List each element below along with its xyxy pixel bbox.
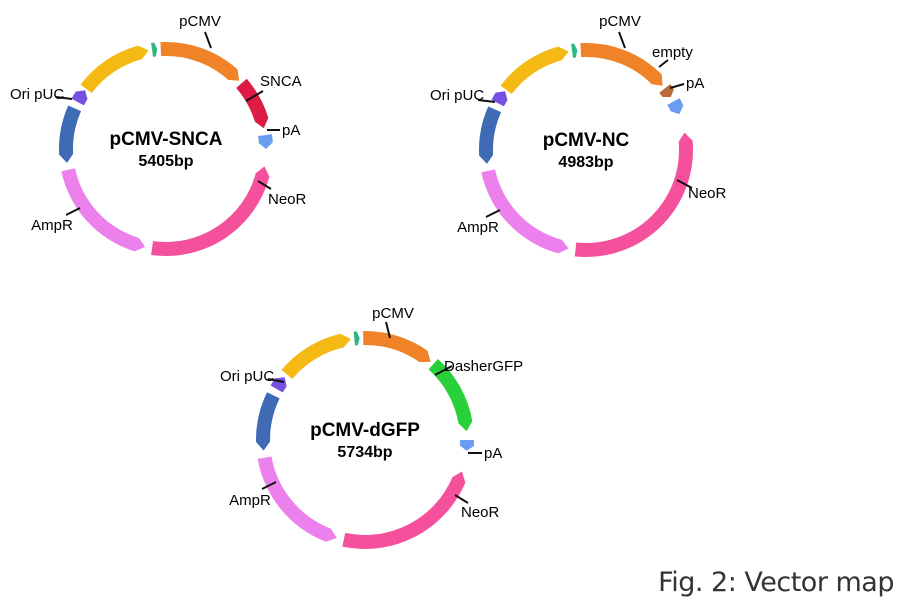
ori-leader xyxy=(477,99,496,103)
pa-signal-segment xyxy=(459,440,474,451)
dashergfp-leader xyxy=(434,365,453,376)
pa-signal-segment xyxy=(258,134,273,149)
plasmid-map-snca: pCMV-SNCA 5405bp pCMV SNCA pA NeoR AmpR Ori pUC xyxy=(10,13,307,256)
pcmv-leader xyxy=(204,31,212,49)
ori-puc-segment xyxy=(479,106,502,164)
neor-segment xyxy=(574,132,693,257)
ori-label: Ori pUC xyxy=(430,87,484,104)
pcmv-promoter-segment xyxy=(363,331,431,363)
pa-label: pA xyxy=(484,445,502,462)
plasmid-size: 4983bp xyxy=(558,154,613,171)
figure-caption: Fig. 2: Vector map xyxy=(658,567,894,598)
empty-insert-segment xyxy=(659,84,674,98)
snca-label: SNCA xyxy=(260,73,302,90)
neor-label: NeoR xyxy=(461,504,500,521)
ampr-label: AmpR xyxy=(229,492,271,509)
plasmid-name: pCMV-SNCA xyxy=(110,129,223,150)
plasmid-map-nc: pCMV-NC 4983bp pCMV empty pA NeoR AmpR Ori pUC xyxy=(430,13,727,257)
plasmid-name: pCMV-dGFP xyxy=(310,420,420,441)
ori-puc-segment xyxy=(58,105,82,163)
neor-leader xyxy=(454,494,469,504)
pcmv-label: pCMV xyxy=(372,305,414,322)
purple-segment xyxy=(491,91,508,107)
teal-marker xyxy=(571,43,578,58)
ori-label: Ori pUC xyxy=(220,368,274,385)
ori-leader xyxy=(267,378,285,383)
ampr-segment xyxy=(481,169,569,254)
neor-segment xyxy=(342,471,466,549)
teal-marker xyxy=(151,42,158,57)
ori-puc-segment xyxy=(256,392,280,451)
neor-label: NeoR xyxy=(268,191,307,208)
ori-leader xyxy=(55,96,73,100)
neor-label: NeoR xyxy=(688,185,727,202)
neor-leader xyxy=(257,180,272,190)
plasmid-name: pCMV-NC xyxy=(543,130,630,151)
sv40-yellow-segment xyxy=(500,46,569,95)
pcmv-leader xyxy=(618,31,626,49)
ampr-leader xyxy=(65,207,81,216)
ampr-segment xyxy=(257,456,337,542)
pcmv-leader xyxy=(385,321,391,339)
pa-leader xyxy=(669,83,685,89)
snca-insert-segment xyxy=(236,78,269,129)
neor-leader xyxy=(676,179,693,189)
pcmv-promoter-segment xyxy=(160,42,240,81)
pa-label: pA xyxy=(282,122,300,139)
ampr-leader xyxy=(261,481,277,490)
neor-segment xyxy=(151,166,270,256)
snca-leader xyxy=(245,90,264,102)
ampr-segment xyxy=(61,168,146,252)
dashergfp-label: DasherGFP xyxy=(444,358,523,375)
ampr-label: AmpR xyxy=(457,219,499,236)
plasmid-size: 5405bp xyxy=(138,153,193,170)
ampr-label: AmpR xyxy=(31,217,73,234)
plasmid-map-dgfp: pCMV-dGFP 5734bp pCMV DasherGFP pA NeoR AmpR Or… xyxy=(220,305,523,549)
pa-label: pA xyxy=(686,75,704,92)
sv40-yellow-segment xyxy=(281,333,351,379)
empty-label: empty xyxy=(652,44,693,61)
dashergfp-insert-segment xyxy=(428,358,473,432)
ori-label: Ori pUC xyxy=(10,86,64,103)
ampr-leader xyxy=(485,209,501,218)
purple-segment xyxy=(71,90,88,106)
pcmv-label: pCMV xyxy=(179,13,221,30)
sv40-yellow-segment xyxy=(80,45,149,94)
plasmid-size: 5734bp xyxy=(337,444,392,461)
pcmv-promoter-segment xyxy=(580,43,663,86)
empty-leader xyxy=(658,59,669,68)
teal-marker xyxy=(353,331,360,346)
pa-signal-segment xyxy=(667,98,684,115)
pcmv-label: pCMV xyxy=(599,13,641,30)
